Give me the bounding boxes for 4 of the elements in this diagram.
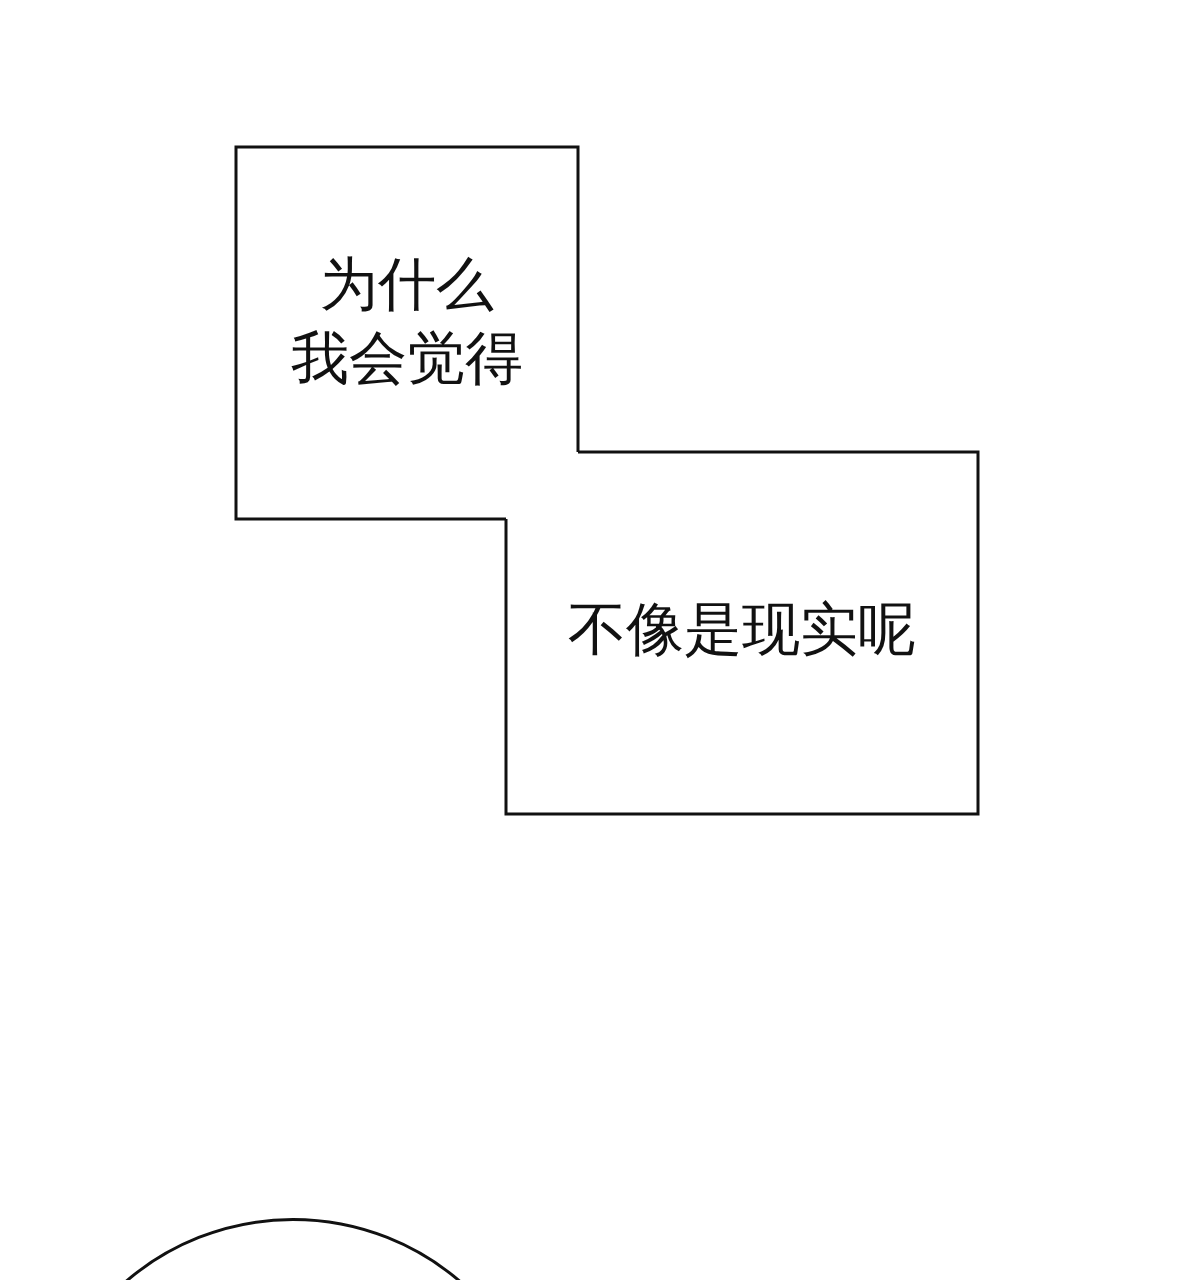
- caption-box: [506, 452, 978, 814]
- caption-text: 为什么我会觉得: [290, 249, 524, 394]
- caption-box: [236, 147, 578, 519]
- caption-text: 不像是现实呢: [567, 594, 917, 665]
